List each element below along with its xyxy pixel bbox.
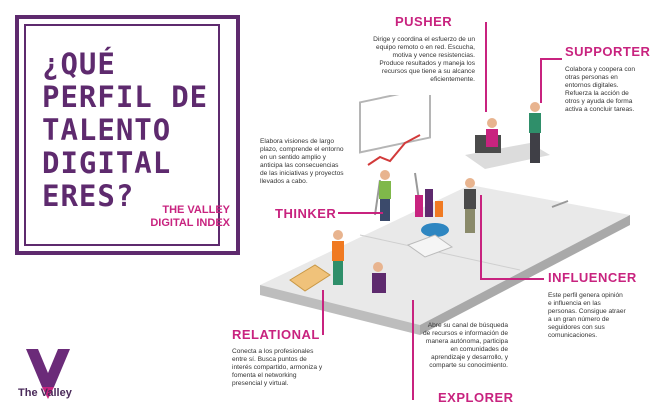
person-head: [487, 118, 497, 128]
person-legs: [333, 261, 343, 285]
person-head: [465, 178, 475, 188]
supporter-heading: SUPPORTER: [565, 44, 650, 59]
supporter-description: Colabora y coopera con otras personas en…: [565, 66, 636, 113]
person-body: [332, 241, 344, 261]
pie-prop: [421, 223, 449, 237]
pusher-connector: [485, 22, 487, 112]
supporter-connector-h: [540, 58, 562, 60]
person-head: [373, 262, 383, 272]
pusher-description: Dirige y coordina el esfuerzo de un equi…: [373, 36, 475, 83]
relational-connector: [322, 290, 324, 335]
explorer-connector: [412, 300, 414, 400]
person-legs: [530, 133, 540, 163]
relational-heading: RELATIONAL: [232, 327, 320, 342]
floor-divider: [359, 234, 521, 271]
influencer-connector-v: [480, 195, 482, 280]
explorer-heading: EXPLORER: [438, 390, 514, 405]
desk-top: [465, 143, 550, 169]
the-valley-logo: [26, 349, 70, 399]
person-legs: [465, 209, 475, 233]
trend-line: [367, 134, 421, 166]
person-body: [486, 129, 498, 147]
influencer-description: Este perfil genera opinión e influencia …: [548, 292, 626, 339]
bar-prop: [435, 201, 443, 217]
pusher-heading: PUSHER: [395, 14, 453, 29]
explorer-description: Abre su canal de búsqueda de recursos e …: [422, 322, 508, 369]
logo-v-tip: [42, 387, 54, 399]
book-prop: [289, 264, 331, 292]
supporter-connector: [540, 58, 542, 103]
person-head: [530, 102, 540, 112]
relational-description: Conecta a los profesionales entre sí. Bu…: [232, 348, 323, 387]
paper-prop: [406, 234, 454, 258]
logo-v-shape: [26, 349, 70, 387]
person-head: [333, 230, 343, 240]
person-body: [529, 113, 541, 133]
paperclip-prop: [551, 200, 569, 208]
bar-prop: [415, 195, 423, 217]
person-body: [379, 181, 391, 199]
thinker-description: Elabora visiones de largo plazo, compren…: [260, 138, 344, 185]
bar-prop: [425, 189, 433, 217]
main-title: ¿QUÉ PERFIL DE TALENTO DIGITAL ERES?: [42, 47, 209, 213]
thinker-heading: THINKER: [275, 206, 337, 221]
influencer-connector: [480, 278, 544, 280]
person-body: [464, 189, 476, 209]
title-frame-inner: [24, 24, 220, 246]
isometric-office-illustration: [260, 95, 630, 335]
person-head: [380, 170, 390, 180]
title-frame: [15, 15, 240, 255]
person-legs: [380, 199, 390, 221]
brand-name: The Valley: [18, 387, 72, 399]
floor-board: [260, 185, 630, 325]
whiteboard: [359, 95, 431, 154]
thinker-connector: [338, 212, 383, 214]
person-body: [372, 273, 386, 293]
floor-edge-left: [260, 285, 420, 335]
influencer-heading: INFLUENCER: [548, 270, 637, 285]
digital-index-subtitle: THE VALLEY DIGITAL INDEX: [150, 204, 230, 229]
floor-edge-right: [420, 215, 630, 335]
